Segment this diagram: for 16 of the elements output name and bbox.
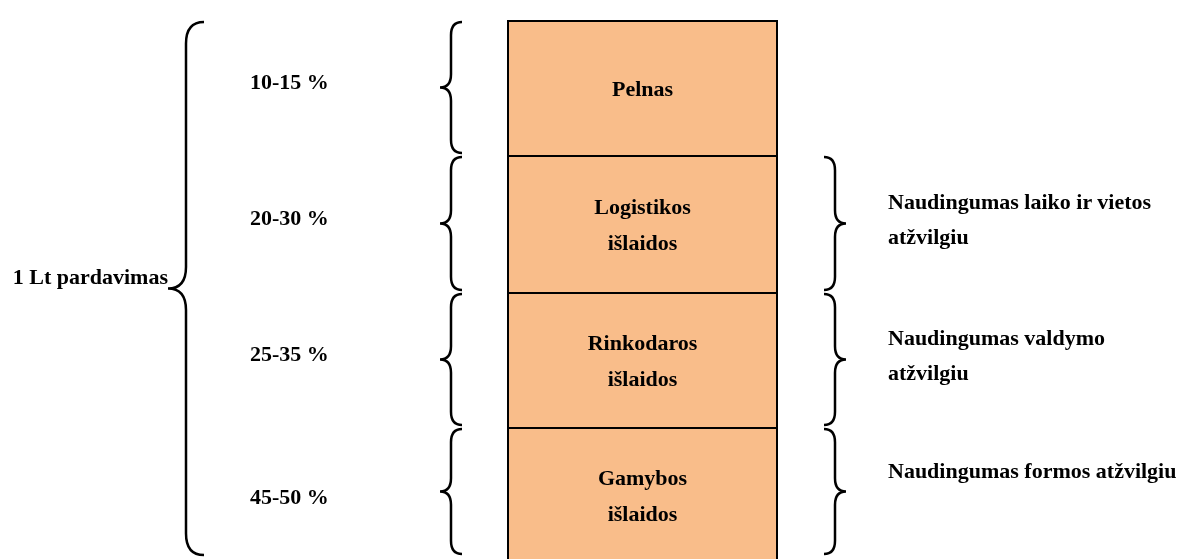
total-label: 1 Lt pardavimas — [11, 263, 168, 291]
segment-label: Logistikos išlaidos — [593, 192, 692, 257]
percent-label: 10-15 % — [250, 67, 329, 96]
cost-segment-box — [507, 20, 778, 157]
cost-segment-box — [507, 427, 778, 559]
cost-segment-box — [507, 292, 778, 429]
benefit-label: Naudingumas valdymo atžvilgiu — [888, 323, 1106, 387]
segment-label: Gamybos išlaidos — [596, 463, 689, 528]
percent-label: 45-50 % — [250, 483, 329, 511]
percent-label: 25-35 % — [250, 339, 329, 368]
benefit-label: Naudingumas laiko ir vietos atžvilgiu — [888, 187, 1153, 251]
segment-label: Rinkodaros išlaidos — [586, 328, 699, 393]
cost-segment-box — [507, 155, 778, 294]
segment-label: Pelnas — [610, 74, 675, 103]
benefit-label: Naudingumas formos atžvilgiu — [888, 457, 1178, 485]
percent-label: 20-30 % — [250, 203, 329, 232]
